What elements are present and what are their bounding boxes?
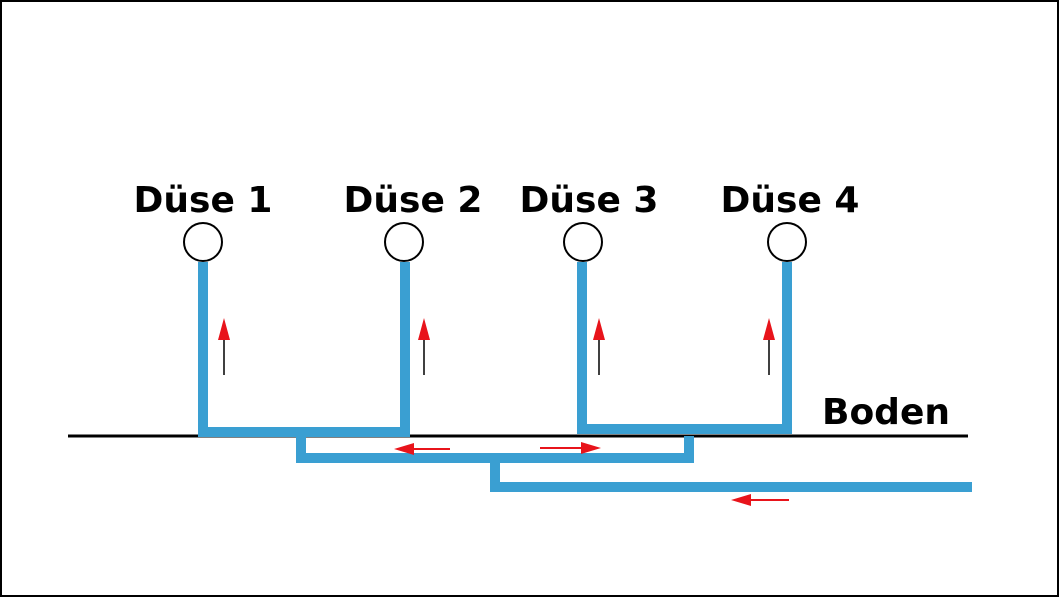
pipe-nozzle-1-2 bbox=[198, 262, 410, 437]
nozzle-1-icon bbox=[183, 222, 223, 262]
nozzle-4-icon bbox=[767, 222, 807, 262]
pipe-network bbox=[198, 262, 972, 492]
flow-arrow-up-icon bbox=[763, 318, 775, 375]
flow-arrow-up-icon bbox=[418, 318, 430, 375]
flow-arrow-left-icon bbox=[731, 494, 789, 506]
nozzle-2-label: Düse 2 bbox=[344, 180, 483, 221]
nozzle-2-icon bbox=[384, 222, 424, 262]
nozzle-1-label: Düse 1 bbox=[134, 180, 273, 221]
nozzle-4-label: Düse 4 bbox=[721, 180, 860, 221]
flow-arrow-left-icon bbox=[394, 443, 450, 455]
pipe-distribution-branch bbox=[296, 436, 694, 463]
flow-arrows bbox=[218, 318, 789, 506]
pipe-nozzle-3-4 bbox=[577, 262, 792, 434]
nozzle-3-label: Düse 3 bbox=[520, 180, 659, 221]
flow-arrow-up-icon bbox=[593, 318, 605, 375]
flow-arrow-right-icon bbox=[540, 442, 601, 454]
pipe-supply-line bbox=[490, 458, 972, 492]
flow-arrow-up-icon bbox=[218, 318, 230, 375]
floor-label: Boden bbox=[822, 392, 950, 433]
nozzle-3-icon bbox=[563, 222, 603, 262]
